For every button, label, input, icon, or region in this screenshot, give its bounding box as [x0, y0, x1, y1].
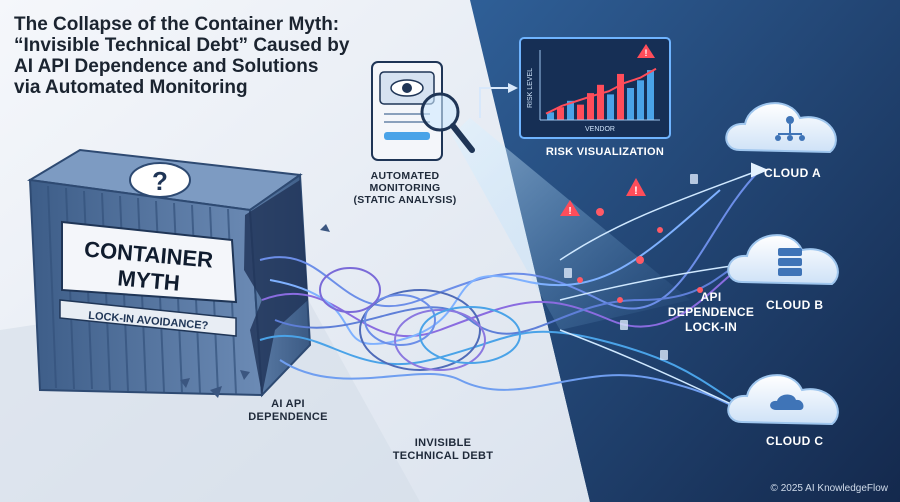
warning-icon: !	[626, 178, 646, 197]
cloud-b-icon	[727, 234, 839, 286]
svg-text:!: !	[634, 185, 638, 197]
cloud-c-icon	[727, 374, 839, 426]
title-line-4: via Automated Monitoring	[14, 77, 248, 98]
cloud-b-label: CLOUD B	[766, 298, 824, 312]
cloud-c-label: CLOUD C	[766, 434, 824, 448]
scan-beam	[452, 118, 690, 330]
monitoring-label-line-3: (STATIC ANALYSIS)	[353, 194, 457, 206]
arrows-to-clouds	[731, 162, 769, 416]
debt-label-line-2: TECHNICAL DEBT	[392, 450, 494, 462]
warning-icon: !	[637, 44, 655, 58]
lockin-label-line-1: API	[700, 290, 722, 304]
arrow-to-chart	[479, 87, 510, 118]
title-line-3: AI API Dependence and Solutions	[14, 56, 319, 77]
invisible-technical-debt-label: INVISIBLE TECHNICAL DEBT	[378, 437, 508, 463]
risk-chart-ylabel: RISK LEVEL	[527, 68, 534, 108]
monitoring-label-line-2: MONITORING	[369, 182, 441, 194]
container-sign-line-2: MYTH	[117, 265, 181, 295]
risk-trend-line	[545, 67, 657, 115]
risk-bar	[567, 100, 574, 120]
risk-chart-bars	[547, 70, 654, 120]
question-mark-icon: ?	[152, 166, 168, 196]
container-sign-board	[61, 220, 238, 304]
svg-text:!: !	[568, 206, 571, 217]
magnifier-icon	[420, 92, 475, 153]
copyright-text: © 2025 AI KnowledgeFlow	[770, 483, 888, 494]
risk-bar	[647, 70, 654, 120]
cloud-a-icon	[725, 102, 837, 154]
title-line-2: “Invisible Technical Debt” Caused by	[14, 35, 350, 56]
monitoring-label: AUTOMATED MONITORING (STATIC ANALYSIS)	[345, 170, 465, 206]
risk-bar	[627, 88, 634, 120]
risk-bar	[597, 84, 604, 120]
risk-nodes	[577, 208, 703, 303]
page-title: The Collapse of the Container Myth: “Inv…	[14, 14, 404, 98]
tangled-wires	[259, 169, 761, 410]
container-subsign-board	[59, 299, 237, 337]
ai-api-label-line-2: DEPENDENCE	[248, 411, 328, 423]
warning-icon: !	[560, 200, 580, 217]
svg-text:!: !	[645, 48, 648, 58]
title-line-1: The Collapse of the Container Myth:	[14, 14, 340, 35]
risk-visualization-caption: RISK VISUALIZATION	[545, 146, 665, 158]
eye-icon	[390, 79, 424, 97]
cloud-a-label: CLOUD A	[764, 166, 822, 180]
risk-chart-xlabel: VENDOR	[585, 126, 615, 133]
lockin-label-line-3: LOCK-IN	[684, 320, 738, 334]
risk-bar	[607, 94, 614, 120]
risk-bar	[637, 80, 644, 120]
api-dependence-lockin-label: API DEPENDENCE LOCK-IN	[664, 290, 758, 335]
monitoring-label-line-1: AUTOMATED	[370, 170, 440, 182]
risk-bar	[557, 107, 564, 120]
risk-bar	[587, 93, 594, 120]
debt-label-line-1: INVISIBLE	[414, 437, 472, 449]
file-icons	[564, 174, 698, 360]
ai-api-label-line-1: AI API	[271, 398, 305, 410]
risk-bar	[547, 112, 554, 120]
debris	[180, 224, 330, 398]
risk-bar	[577, 104, 584, 120]
lockin-label-line-2: DEPENDENCE	[667, 305, 755, 319]
ai-api-dependence-label: AI API DEPENDENCE	[248, 398, 328, 424]
risk-bar	[617, 73, 624, 120]
arrow-head	[508, 83, 518, 93]
